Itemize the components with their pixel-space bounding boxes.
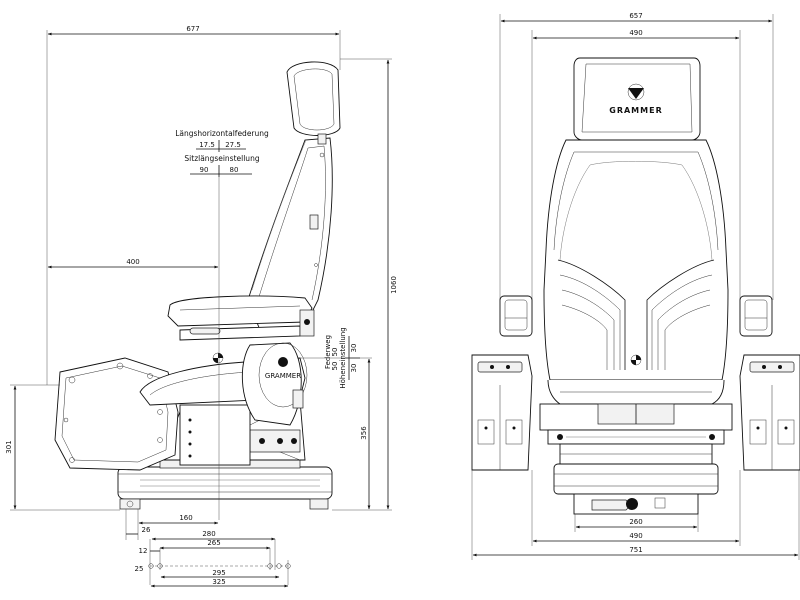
mount-hole-icon xyxy=(285,563,291,569)
mount-hole-icon xyxy=(157,563,163,569)
dim-301-value: 301 xyxy=(5,440,13,453)
side-headrest xyxy=(286,61,341,145)
adjust-lever-icon xyxy=(591,499,631,511)
brand-front: GRAMMER xyxy=(609,106,662,115)
stroke-a-value: 50 xyxy=(331,348,339,357)
height-adjust-b-value: 30 xyxy=(350,364,358,373)
rail-325-value: 325 xyxy=(212,578,225,586)
switch-icon xyxy=(654,497,666,509)
height-adjust-a-value: 30 xyxy=(350,344,358,353)
dim-677-value: 677 xyxy=(186,25,199,33)
front-armrest-left xyxy=(499,295,533,337)
hole-25-value: 25 xyxy=(135,565,144,573)
side-base xyxy=(117,459,333,510)
dim-677: 677 xyxy=(46,25,341,385)
side-suspension-cylinder: GRAMMER xyxy=(241,342,308,426)
dim-260: 260 xyxy=(574,514,699,532)
dim-400-value: 400 xyxy=(126,258,139,266)
front-view: 657 490 GRAMMER xyxy=(471,12,800,560)
base-160-value: 160 xyxy=(179,514,192,522)
dim-490-bottom: 490 xyxy=(531,470,741,546)
dim-490-top-value: 490 xyxy=(629,29,642,37)
stroke-b-value: 50 xyxy=(331,362,339,371)
dim-1060-value: 1060 xyxy=(390,276,398,294)
front-console-left xyxy=(471,354,533,471)
rail-295-value: 295 xyxy=(212,569,225,577)
mount-hole-icon xyxy=(148,563,154,569)
dim-751: 751 xyxy=(471,470,800,560)
side-backrest xyxy=(247,137,333,336)
dim-490-top: 490 xyxy=(531,29,741,320)
side-armrest xyxy=(167,295,315,341)
dim-356: 356 xyxy=(300,357,372,510)
dim-301: 301 xyxy=(5,384,120,511)
rail-265-value: 265 xyxy=(207,539,220,547)
dim-260-value: 260 xyxy=(629,518,642,526)
side-console xyxy=(54,357,179,471)
mount-hole-icon xyxy=(267,563,273,569)
grammer-logo-icon xyxy=(278,357,288,367)
front-backrest xyxy=(543,139,729,405)
dim-751-value: 751 xyxy=(629,546,642,554)
grammer-logo-icon xyxy=(627,83,645,101)
front-base xyxy=(553,463,719,515)
dim-base: 26 160 xyxy=(125,509,219,540)
front-armrest-right xyxy=(739,295,773,337)
dim-1060: 1060 xyxy=(332,58,398,511)
dim-400: 400 xyxy=(47,258,219,269)
horizontal-left-value: 17.5 xyxy=(199,141,215,149)
side-view: GRAMMER xyxy=(5,25,398,588)
label-horizontal-suspension: Längshorizontalfederung xyxy=(175,129,269,138)
label-stroke: Federweg xyxy=(324,335,332,369)
rail-280-value: 280 xyxy=(202,530,215,538)
hole-12-value: 12 xyxy=(139,547,148,555)
dim-horizontal-suspension: Längshorizontalfederung 17.5 27.5 xyxy=(175,129,269,152)
front-mechanism xyxy=(539,403,733,465)
dim-490-bottom-value: 490 xyxy=(629,532,642,540)
front-headrest: GRAMMER xyxy=(573,57,701,141)
fore-aft-left-value: 90 xyxy=(200,166,209,174)
dim-657-value: 657 xyxy=(629,12,642,20)
adjust-knob-icon xyxy=(626,498,638,510)
horizontal-right-value: 27.5 xyxy=(225,141,241,149)
dim-rail-pattern: 280 265 12 25 295 325 xyxy=(135,530,291,588)
base-26-value: 26 xyxy=(142,526,151,534)
dim-657: 657 xyxy=(499,12,774,300)
mount-hole-icon xyxy=(276,563,282,569)
dim-356-value: 356 xyxy=(360,426,368,440)
side-reference-points xyxy=(212,352,224,364)
fore-aft-right-value: 80 xyxy=(230,166,239,174)
front-console-right xyxy=(739,354,800,471)
dim-fore-aft: Sitzlängseinstellung 90 80 xyxy=(184,154,260,177)
label-fore-aft: Sitzlängseinstellung xyxy=(184,154,259,163)
brand-side: GRAMMER xyxy=(265,372,301,380)
